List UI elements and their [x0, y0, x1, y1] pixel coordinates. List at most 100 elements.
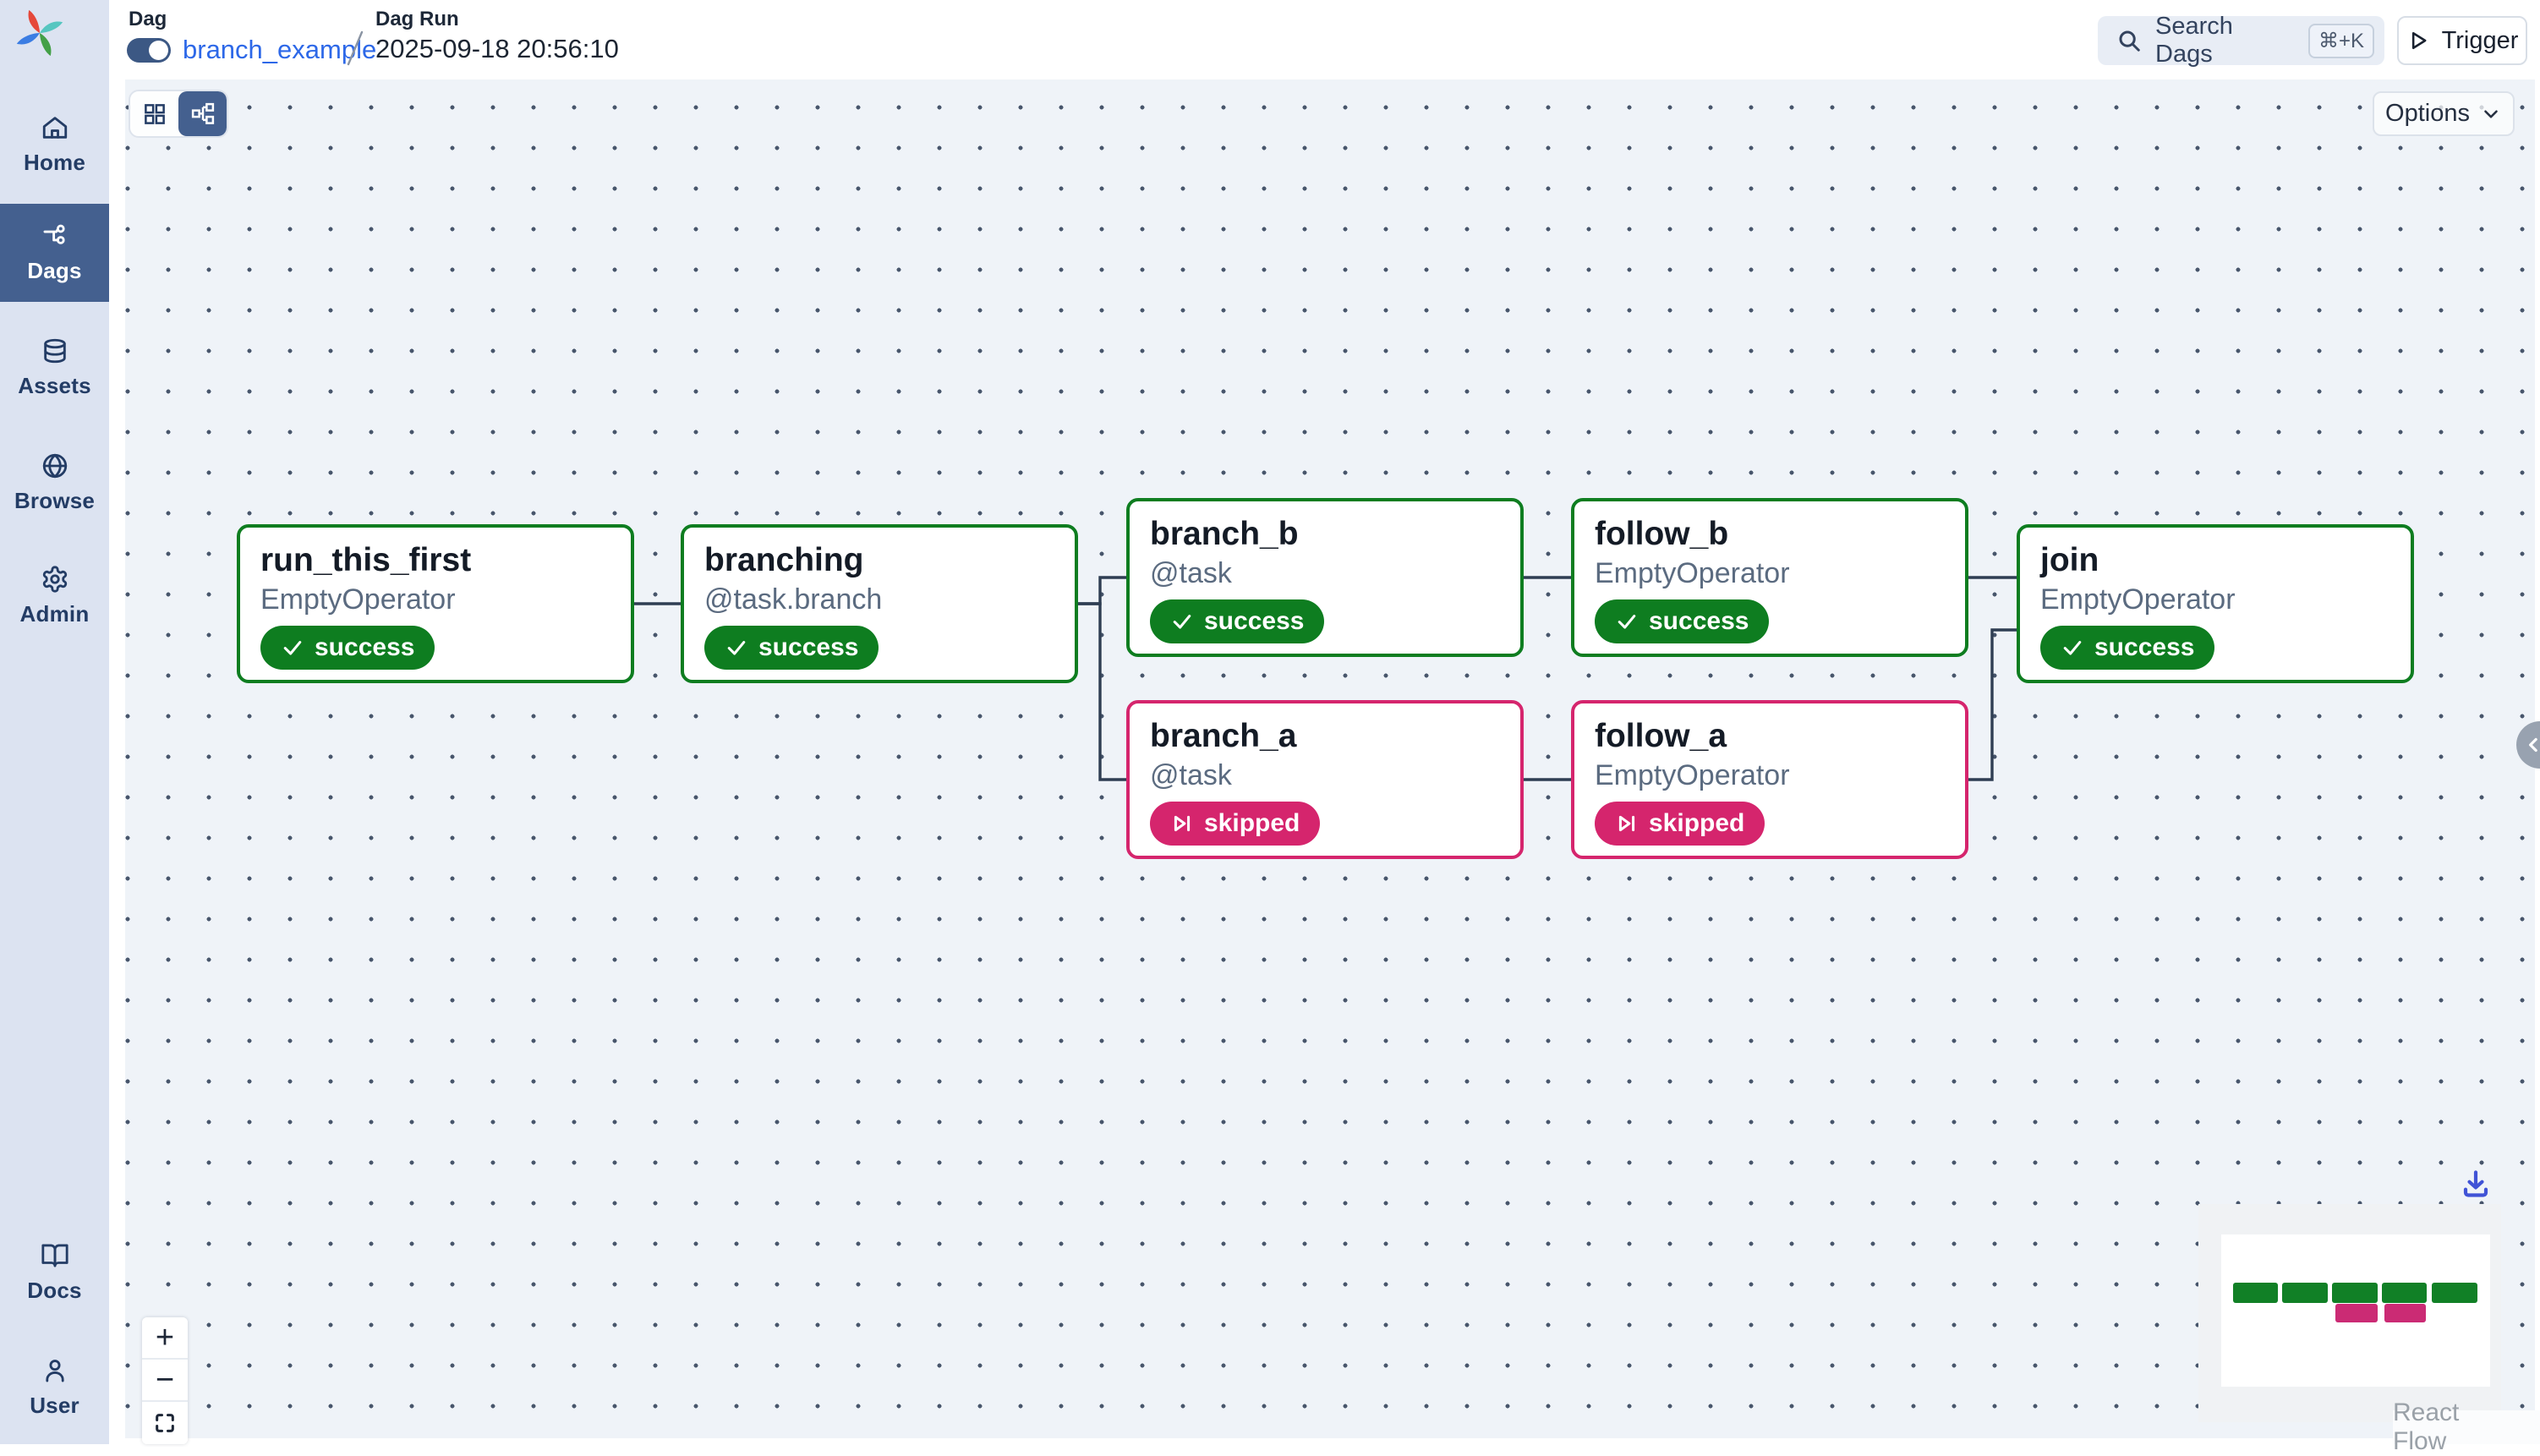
sidebar-item-label: Browse [14, 488, 96, 513]
status-label: success [2094, 632, 2195, 661]
check-icon [283, 640, 302, 655]
status-badge: skipped [1150, 801, 1321, 846]
task-title: run_this_first [260, 542, 472, 578]
task-operator: EmptyOperator [1595, 556, 1790, 589]
toggle-knob [149, 41, 168, 60]
sidebar-item-admin[interactable]: Admin [0, 565, 109, 634]
dag-pause-toggle[interactable] [127, 38, 171, 63]
home-icon [42, 117, 67, 139]
graph-icon [191, 102, 214, 124]
trigger-button[interactable]: Trigger [2397, 16, 2527, 65]
chevron-down-icon [2484, 109, 2498, 118]
grid-icon [144, 103, 165, 124]
search-kbd-shortcut: ⌘+K [2307, 23, 2374, 58]
zoom-out-label: − [155, 1361, 175, 1398]
bottom-gutter [125, 1438, 2540, 1444]
zoom-controls: + − [142, 1317, 188, 1444]
fit-view-icon [156, 1414, 174, 1432]
minimap-node [2233, 1283, 2278, 1303]
sidebar-item-assets[interactable]: Assets [0, 337, 109, 406]
task-operator: @task.branch [704, 583, 883, 616]
task-operator: EmptyOperator [260, 583, 456, 616]
admin-icon [42, 566, 67, 593]
status-label: skipped [1649, 808, 1745, 837]
status-label: success [315, 632, 415, 661]
zoom-in-button[interactable]: + [142, 1317, 188, 1360]
task-node-follow_a[interactable]: follow_a EmptyOperator skipped [1571, 700, 1968, 859]
task-node-branch_a[interactable]: branch_a @task skipped [1126, 700, 1524, 859]
task-node-follow_b[interactable]: follow_b EmptyOperator success [1571, 498, 1968, 657]
status-badge: success [1595, 599, 1770, 643]
check-icon [1618, 614, 1636, 629]
task-operator: @task [1150, 556, 1232, 589]
download-image-button[interactable] [2461, 1169, 2494, 1199]
skip-icon [1174, 815, 1191, 831]
breadcrumb-dagrun-value: 2025-09-18 20:56:10 [375, 34, 619, 63]
sidebar-item-label: Home [23, 150, 86, 175]
search-icon [2119, 30, 2140, 52]
check-icon [1173, 614, 1191, 629]
play-icon [2411, 31, 2427, 50]
sidebar-item-label: Admin [19, 601, 90, 627]
docs-icon [41, 1244, 68, 1267]
status-label: success [758, 632, 859, 661]
sidebar-item-browse[interactable]: Browse [0, 452, 109, 521]
task-operator: EmptyOperator [2040, 583, 2236, 616]
status-badge: success [704, 625, 879, 670]
task-operator: EmptyOperator [1595, 758, 1790, 791]
minimap[interactable] [2198, 1204, 2501, 1422]
user-icon [45, 1360, 64, 1382]
task-node-branching[interactable]: branching @task.branch success [681, 524, 1078, 683]
sidebar-item-label: Docs [27, 1278, 82, 1303]
view-mode-toggle [129, 90, 228, 138]
status-badge: success [1150, 599, 1325, 643]
check-icon [727, 640, 746, 655]
task-node-run_this_first[interactable]: run_this_first EmptyOperator success [237, 524, 634, 683]
zoom-out-button[interactable]: − [142, 1360, 188, 1402]
sidebar: Home Dags Assets Browse Admin Docs User [0, 0, 109, 1444]
sidebar-item-label: Dags [27, 258, 82, 283]
status-badge: success [2040, 625, 2215, 670]
graph-view-button[interactable] [178, 91, 227, 136]
status-label: skipped [1204, 808, 1300, 837]
options-label: Options [2385, 100, 2470, 127]
search-dags-button[interactable]: Search Dags ⌘+K [2098, 13, 2384, 68]
skip-icon [1618, 815, 1635, 831]
minimap-node [2335, 1304, 2378, 1322]
breadcrumb-dag-link[interactable]: branch_example [183, 35, 377, 64]
sidebar-item-user[interactable]: User [0, 1356, 109, 1426]
topbar: Dag branch_example Dag Run 2025-09-18 20… [109, 0, 2540, 79]
react-flow-attribution: React Flow [2393, 1399, 2540, 1455]
task-node-branch_b[interactable]: branch_b @task success [1126, 498, 1524, 657]
airflow-logo[interactable] [14, 7, 66, 69]
download-icon [2463, 1170, 2488, 1197]
sidebar-item-label: User [30, 1393, 79, 1418]
dags-icon [43, 224, 65, 244]
breadcrumb-dagrun-label: Dag Run [375, 8, 459, 30]
minimap-node [2382, 1283, 2427, 1303]
sidebar-item-dags[interactable]: Dags [0, 204, 109, 302]
grid-view-button[interactable] [130, 91, 178, 136]
task-title: follow_b [1595, 516, 1729, 552]
browse-icon [42, 453, 67, 479]
options-button[interactable]: Options [2373, 91, 2515, 136]
status-label: success [1204, 606, 1305, 635]
status-badge: skipped [1595, 801, 1765, 846]
task-node-join[interactable]: join EmptyOperator success [2017, 524, 2414, 683]
minimap-node [2282, 1283, 2328, 1303]
zoom-in-label: + [155, 1319, 175, 1355]
task-title: branch_b [1150, 516, 1299, 552]
chevron-left-icon [2529, 737, 2537, 753]
task-title: branch_a [1150, 718, 1297, 754]
fit-view-button[interactable] [142, 1402, 188, 1444]
task-title: branching [704, 542, 864, 578]
sidebar-item-home[interactable]: Home [0, 113, 109, 181]
minimap-node [2384, 1304, 2426, 1322]
status-badge: success [260, 625, 435, 670]
breadcrumb-separator [347, 30, 364, 66]
trigger-label: Trigger [2441, 26, 2519, 54]
sidebar-item-docs[interactable]: Docs [0, 1241, 109, 1311]
task-title: join [2040, 542, 2099, 578]
status-label: success [1649, 606, 1749, 635]
check-icon [2063, 640, 2082, 655]
